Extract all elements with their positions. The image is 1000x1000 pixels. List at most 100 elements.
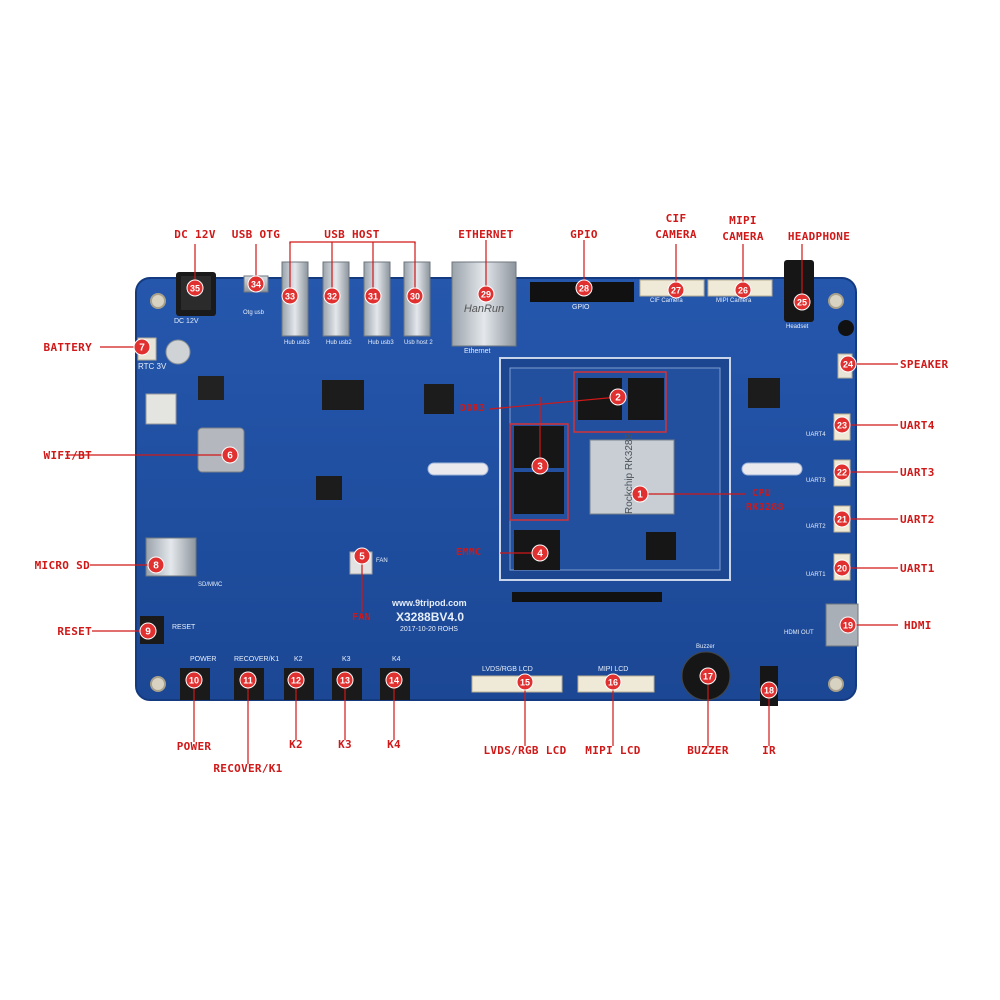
marker-17: 17	[699, 667, 717, 685]
board-date-rohs: 2017-10-20 ROHS	[400, 626, 458, 633]
svg-text:10: 10	[189, 676, 199, 686]
board-model: X3288BV4.0	[396, 610, 465, 624]
svg-text:13: 13	[340, 676, 350, 686]
marker-23: 23	[833, 416, 851, 434]
marker-6: 6	[221, 446, 239, 464]
silk-sdmmc: SD/MMC	[198, 582, 223, 588]
label-power: POWER	[176, 740, 212, 753]
label-usb-host: USB HOST	[324, 228, 380, 241]
svg-text:2: 2	[615, 393, 621, 404]
silk-mipi-cam: MIPI Camera	[716, 298, 752, 304]
marker-18: 18	[760, 681, 778, 699]
svg-text:25: 25	[797, 298, 807, 308]
svg-text:9: 9	[145, 627, 151, 638]
marker-8: 8	[147, 556, 165, 574]
silk-power: POWER	[190, 656, 217, 663]
silk-k2: K2	[294, 656, 303, 663]
label-k3: K3	[338, 738, 352, 751]
svg-text:32: 32	[327, 292, 337, 302]
label-reset: RESET	[57, 625, 92, 638]
svg-text:21: 21	[837, 515, 847, 525]
label-cif: CIF	[665, 212, 687, 225]
svg-text:1: 1	[637, 490, 643, 501]
silk-reset: RESET	[172, 624, 196, 631]
svg-text:24: 24	[843, 360, 853, 370]
silk-recover: RECOVER/K1	[234, 656, 280, 663]
ethernet-jack: HanRun	[451, 261, 517, 347]
marker-31: 31	[364, 287, 382, 305]
marker-15: 15	[516, 673, 534, 691]
label-fan: FAN	[352, 612, 371, 623]
marker-10: 10	[185, 671, 203, 689]
label-gpio: GPIO	[570, 228, 598, 241]
ddr-highlight-boxes	[509, 371, 667, 521]
svg-text:14: 14	[389, 676, 399, 686]
label-battery: BATTERY	[43, 341, 92, 354]
silk-usbhost2: Usb host 2	[404, 340, 433, 346]
ir-dome	[838, 320, 854, 336]
headphone-jack	[784, 260, 814, 322]
marker-16: 16	[604, 673, 622, 691]
marker-13: 13	[336, 671, 354, 689]
svg-text:26: 26	[738, 286, 748, 296]
svg-text:20: 20	[837, 564, 847, 574]
svg-text:Rockchip RK3288: Rockchip RK3288	[624, 434, 635, 514]
marker-29: 29	[477, 285, 495, 303]
pmic-chip	[316, 476, 342, 500]
svg-text:3: 3	[537, 462, 543, 473]
label-mipi: MIPI	[729, 214, 757, 227]
marker-3: 3	[531, 457, 549, 475]
svg-text:28: 28	[579, 284, 589, 294]
silk-headset: Headset	[786, 324, 809, 330]
label-k4: K4	[387, 738, 401, 751]
label-ethernet: ETHERNET	[458, 228, 514, 241]
antenna-pad	[145, 393, 177, 425]
label-uart4: UART4	[900, 419, 935, 432]
silk-usb3: Hub usb3	[284, 340, 310, 346]
silk-fan: FAN	[376, 558, 388, 564]
svg-text:30: 30	[410, 292, 420, 302]
capacitor	[165, 339, 191, 365]
svg-text:4: 4	[537, 549, 543, 560]
label-mipi-camera: CAMERA	[722, 230, 764, 243]
marker-22: 22	[833, 463, 851, 481]
marker-20: 20	[833, 559, 851, 577]
marker-4: 4	[531, 544, 549, 562]
silk-usb2: Hub usb2	[326, 340, 352, 346]
silk-k3: K3	[342, 656, 351, 663]
expansion-header	[512, 592, 662, 602]
silk-rtc: RTC 3V	[138, 362, 167, 371]
label-hdmi: HDMI	[904, 619, 932, 632]
silk-uart3: UART3	[806, 478, 826, 484]
silk-cif: CIF Camera	[650, 298, 683, 304]
silk-gpio: GPIO	[572, 304, 590, 311]
marker-2: 2	[609, 388, 627, 406]
board-website: www.9tripod.com	[392, 598, 467, 608]
marker-9: 9	[139, 622, 157, 640]
ethernet-chip	[424, 384, 454, 414]
label-uart3: UART3	[900, 466, 935, 479]
marker-21: 21	[833, 510, 851, 528]
silk-buzzer: Buzzer	[696, 644, 715, 650]
svg-text:29: 29	[481, 290, 491, 300]
marker-24: 24	[839, 355, 857, 373]
marker-5: 5	[353, 547, 371, 565]
label-k2: K2	[289, 738, 303, 751]
svg-text:27: 27	[671, 286, 681, 296]
wifi-bt-module	[197, 427, 245, 473]
label-headphone: HEADPHONE	[787, 230, 851, 243]
label-usb-otg: USB OTG	[231, 228, 281, 241]
svg-text:18: 18	[764, 686, 774, 696]
marker-14: 14	[385, 671, 403, 689]
label-lvds-rgb-lcd: LVDS/RGB LCD	[483, 744, 567, 757]
marker-28: 28	[575, 279, 593, 297]
label-uart2: UART2	[900, 513, 935, 526]
svg-text:6: 6	[227, 451, 233, 462]
silk-usb3b: Hub usb3	[368, 340, 394, 346]
svg-text:31: 31	[368, 292, 378, 302]
silk-otg: Otg usb	[243, 310, 265, 316]
label-recover-k1: RECOVER/K1	[213, 762, 283, 775]
marker-1: 1	[631, 485, 649, 503]
svg-text:11: 11	[243, 676, 253, 686]
label-cif-camera: CAMERA	[655, 228, 697, 241]
